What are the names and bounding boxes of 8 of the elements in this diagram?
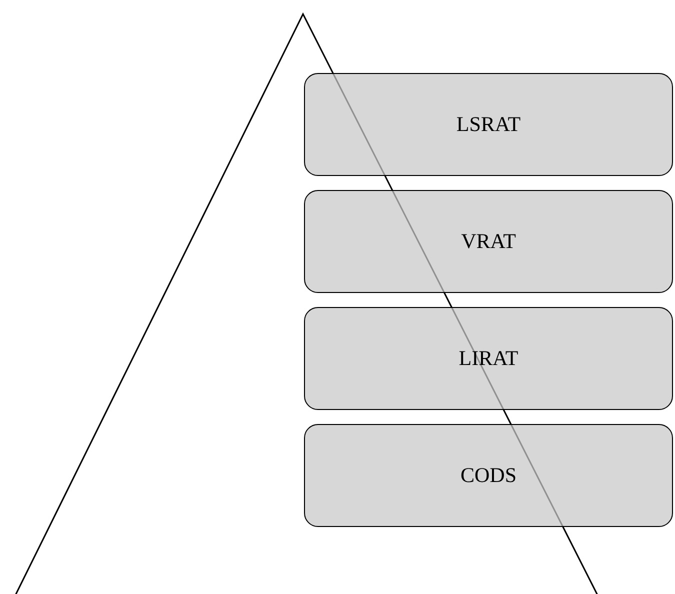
tier-box bbox=[304, 73, 673, 176]
tier-box bbox=[304, 190, 673, 293]
tier-box bbox=[304, 424, 673, 527]
tier-label: VRAT bbox=[461, 229, 516, 254]
tier-label: LSRAT bbox=[456, 112, 521, 137]
tier-label: CODS bbox=[460, 463, 517, 488]
tier-label: LIRAT bbox=[458, 346, 518, 371]
tier-box bbox=[304, 307, 673, 410]
